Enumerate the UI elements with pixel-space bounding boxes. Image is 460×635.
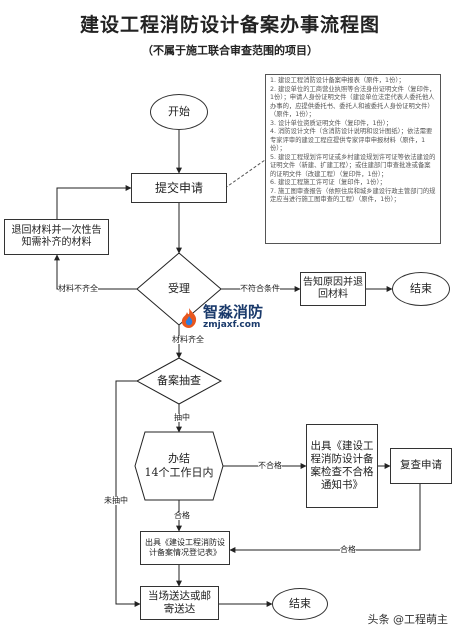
label-sampled: 抽中 <box>174 413 190 422</box>
page-subtitle: （不属于施工联合审查范围的项目） <box>142 44 318 57</box>
flame-icon <box>181 307 197 328</box>
label-pass-2: 合格 <box>340 545 356 554</box>
notes-connector <box>224 159 266 189</box>
end-top-node: 结束 <box>392 272 450 306</box>
deliver-node: 当场送达或邮寄送达 <box>140 586 219 620</box>
accept-node: 受理 <box>168 282 190 296</box>
process-hex-shape <box>134 431 224 501</box>
end-bottom-node: 结束 <box>272 588 328 620</box>
label-not-sampled: 未抽中 <box>104 496 128 505</box>
note-item: 5. 建设工程规划许可证或乡村建设规划许可证等依法建设的证明文件（新建、扩建工程… <box>270 153 436 178</box>
watermark: 头条 @工程萌主 <box>367 613 449 626</box>
label-incomplete: 材料不齐全 <box>58 284 98 293</box>
spot-check-node: 备案抽查 <box>157 374 201 388</box>
edge-spot-deliver <box>115 380 141 607</box>
materials-note-box: 1. 建设工程消防设计备案申报表（原件，1份）； 2. 建设单位的工商营业执照等… <box>265 74 441 244</box>
note-item: 3. 设计单位资质证明文件（复印件，1份）； <box>270 119 393 127</box>
note-item: 1. 建设工程消防设计备案申报表（原件，1份）； <box>270 77 405 84</box>
notify-reason-node: 告知原因并退回材料 <box>300 272 366 306</box>
label-not-pass: 不合格 <box>258 461 282 470</box>
decision-spot-shape <box>135 357 223 405</box>
label-complete: 材料齐全 <box>172 335 204 344</box>
edge-return-submit <box>56 185 132 219</box>
return-materials-node: 退回材料并一次性告知需补齐的材料 <box>4 219 109 255</box>
note-item: 2. 建设单位的工商营业执照等合法身份证明文件（复印件，1份）；申请人身份证明文… <box>270 85 436 119</box>
page-title: 建设工程消防设计备案办事流程图 <box>79 14 380 36</box>
decision-accept-shape <box>136 252 222 326</box>
logo-name: 智淼消防 <box>203 303 264 321</box>
label-pass: 合格 <box>174 511 190 520</box>
pass-record-node: 出具《建设工程消防设计备案情况登记表》 <box>140 531 230 565</box>
start-node: 开始 <box>150 94 208 130</box>
edge-accept-incomplete <box>54 254 137 290</box>
submit-node: 提交申请 <box>131 173 227 203</box>
note-item: 7. 施工图审查报告（依照住房和城乡建设行政主管部门的规定应当进行施工图审查的工… <box>270 187 436 204</box>
logo-url: zmjaxf.com <box>203 320 261 330</box>
edge-review-pass <box>229 484 421 553</box>
note-item: 6. 建设工程施工许可证（复印件，1份）； <box>270 179 386 186</box>
logo: 智淼消防 zmjaxf.com <box>178 305 263 330</box>
note-item: 4. 消防设计文件（含消防设计说明和设计图纸）；依法需要专家评审的建设工程应提供… <box>270 128 433 152</box>
label-not-meet: 不符合条件 <box>240 284 280 293</box>
process-node: 办结 14个工作日内 <box>144 452 214 479</box>
fail-notice-node: 出具《建设工程消防设计备案检查不合格通知书》 <box>306 424 378 508</box>
review-apply-node: 复查申请 <box>390 448 452 484</box>
